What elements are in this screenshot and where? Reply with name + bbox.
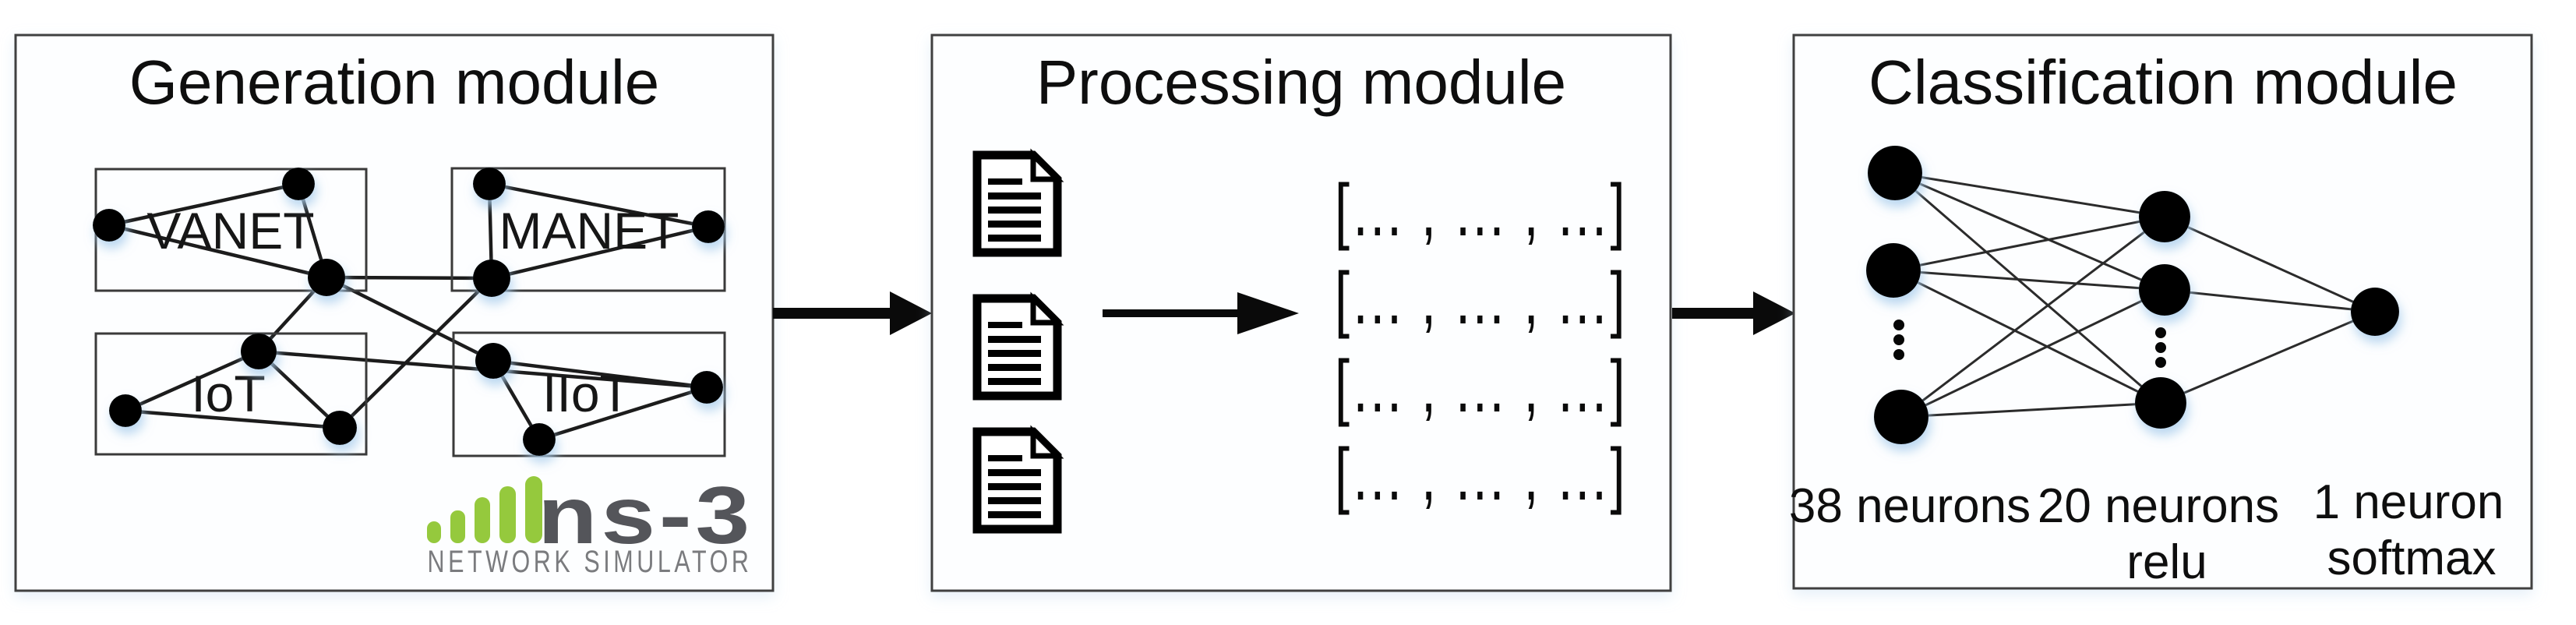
generation-module-title: Generation module xyxy=(129,48,659,117)
output-layer-activation-label: softmax xyxy=(2327,531,2496,585)
processing-module: Processing module [… , … , …] [… , … , …… xyxy=(930,34,1672,592)
network-link xyxy=(326,275,492,281)
input-layer xyxy=(1866,146,1928,444)
processing-module-title: Processing module xyxy=(1036,48,1566,117)
generation-module: Generation module VANET MANET xyxy=(14,34,775,592)
ns3-logo: ns-3 NETWORK SIMULATOR xyxy=(427,471,753,579)
network-link xyxy=(108,223,327,280)
network-node xyxy=(323,411,357,445)
network-link xyxy=(491,224,709,281)
nn-edge xyxy=(1894,171,2161,404)
network-link xyxy=(538,385,708,442)
network-gateway-node xyxy=(473,260,510,297)
document-icon xyxy=(977,155,1057,252)
neuron-node xyxy=(2351,288,2399,336)
neural-network-edges xyxy=(1893,171,2376,418)
network-link xyxy=(492,358,708,390)
ns3-brand-text: ns-3 xyxy=(538,471,753,561)
classification-module-title: Classification module xyxy=(1868,48,2458,117)
network-node xyxy=(523,423,556,456)
nn-edge xyxy=(2164,215,2376,313)
arrow-processing-to-classification xyxy=(1672,291,1795,335)
ellipsis-dot xyxy=(1893,334,1904,345)
ellipsis-dot xyxy=(1893,320,1904,330)
nn-edge xyxy=(2160,310,2376,404)
network-node xyxy=(690,371,723,404)
nn-edge xyxy=(1893,269,2165,291)
network-link xyxy=(257,350,341,429)
ellipsis-dot xyxy=(2155,342,2166,353)
vertical-ellipsis-icon xyxy=(1893,320,1904,360)
network-gateway-node xyxy=(475,343,511,379)
signal-bar xyxy=(475,497,490,543)
network-node xyxy=(109,394,142,427)
hidden-layer xyxy=(2135,191,2190,429)
iot-label: IoT xyxy=(191,365,265,422)
trace-files xyxy=(977,155,1057,529)
network-link xyxy=(108,182,299,228)
document-icon xyxy=(977,432,1057,529)
output-layer-label: 1 neuron xyxy=(2313,475,2504,529)
network-link xyxy=(125,408,341,430)
manet-network: MANET xyxy=(450,167,726,297)
neuron-node xyxy=(2135,377,2186,429)
network-gateway-node xyxy=(308,259,345,296)
network-link xyxy=(125,349,259,413)
ellipsis-dot xyxy=(2155,357,2166,368)
ellipsis-dot xyxy=(2155,327,2166,338)
feature-vector-row: [… , … , …] xyxy=(1335,345,1626,428)
nn-edge xyxy=(1900,215,2165,418)
neuron-node xyxy=(1874,390,1928,444)
iot-box xyxy=(94,332,368,456)
manet-box xyxy=(450,167,726,292)
feature-vector-row: [… , … , …] xyxy=(1335,169,1626,252)
iiot-label: IIoT xyxy=(542,365,631,422)
manet-label: MANET xyxy=(499,202,679,260)
network-node xyxy=(282,168,315,200)
ellipsis-dot xyxy=(1893,349,1904,360)
feature-vectors: [… , … , …] [… , … , …] [… , … , …] [… ,… xyxy=(1335,169,1626,516)
output-layer xyxy=(2351,288,2399,336)
arrow-generation-to-processing xyxy=(773,291,932,335)
ns3-subtitle-text: NETWORK SIMULATOR xyxy=(428,545,753,579)
feature-vector-row: [… , … , …] xyxy=(1335,257,1626,340)
vanet-label: VANET xyxy=(146,202,314,260)
neuron-node xyxy=(1866,243,1921,298)
nn-edge xyxy=(1900,401,2161,418)
nn-edge xyxy=(1900,288,2165,418)
feature-vector-row: [… , … , …] xyxy=(1335,433,1626,516)
vertical-ellipsis-icon xyxy=(2155,327,2166,368)
signal-bar xyxy=(499,486,516,543)
iiot-box xyxy=(452,331,726,457)
nn-edge xyxy=(1893,269,2161,404)
neuron-node xyxy=(2139,264,2190,316)
classification-module: Classification module xyxy=(1789,34,2533,590)
signal-bars-icon xyxy=(427,476,542,543)
iot-network: IoT xyxy=(94,332,368,456)
signal-bar xyxy=(525,476,542,543)
nn-edge xyxy=(1893,215,2165,272)
nn-edge xyxy=(1894,171,2165,291)
signal-bar xyxy=(450,510,465,543)
network-node xyxy=(692,210,725,243)
iiot-network: IIoT xyxy=(452,331,726,457)
hidden-layer-activation-label: relu xyxy=(2126,535,2207,589)
nn-edge xyxy=(2164,288,2376,313)
network-link xyxy=(489,182,709,229)
neuron-node xyxy=(1868,146,1922,200)
neuron-node xyxy=(2139,191,2190,242)
network-node xyxy=(93,209,125,242)
nn-edge xyxy=(1894,171,2165,218)
network-node xyxy=(473,168,506,200)
hidden-layer-label: 20 neurons xyxy=(2038,479,2279,533)
network-gateway-node xyxy=(241,334,277,369)
signal-bar xyxy=(427,521,441,543)
document-icon xyxy=(977,298,1057,396)
vanet-network: VANET xyxy=(93,168,368,296)
input-layer-label: 38 neurons xyxy=(1789,479,2031,533)
layer-labels: 38 neurons 20 neurons relu 1 neuron soft… xyxy=(1789,475,2504,589)
arrow-files-to-vectors xyxy=(1103,292,1299,334)
